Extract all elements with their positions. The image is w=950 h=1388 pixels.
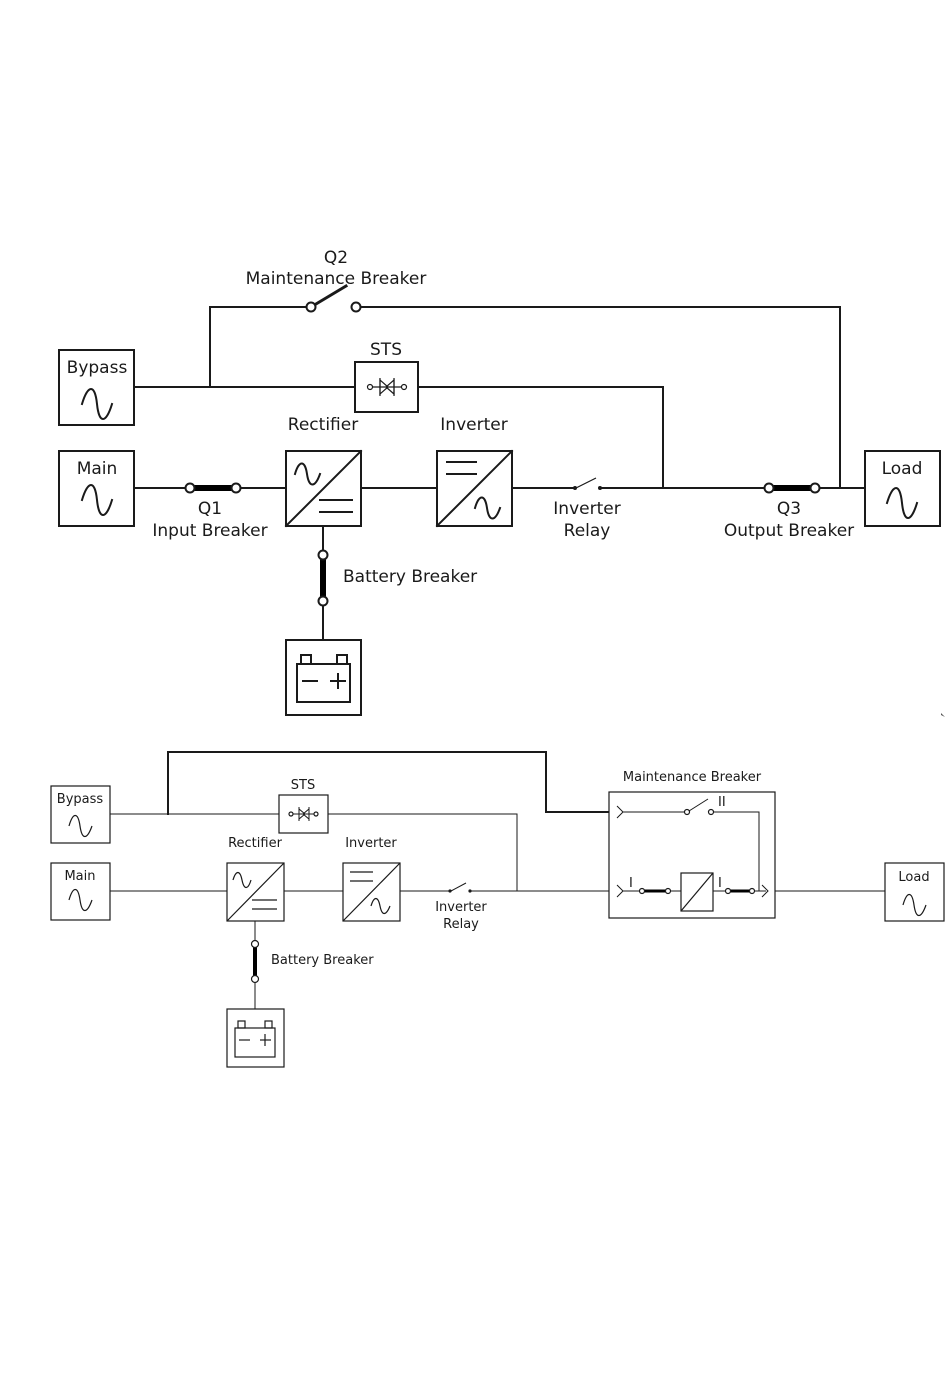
- sts-label-small: STS: [291, 778, 315, 793]
- inverter-label: Inverter: [440, 415, 507, 435]
- battery-block-small: [227, 1009, 284, 1067]
- inverter-block-small: [343, 863, 400, 921]
- bypass-label: Bypass: [67, 358, 128, 378]
- maintenance-breaker-label: Maintenance Breaker: [246, 269, 427, 289]
- battery-block: [286, 640, 361, 715]
- mark-ii: II: [718, 795, 726, 810]
- load-label: Load: [882, 459, 923, 479]
- rectifier-block: [286, 451, 361, 526]
- rectifier-block-small: [227, 863, 284, 921]
- main-label: Main: [77, 459, 118, 479]
- q3-label: Q3: [777, 499, 801, 519]
- sts-label: STS: [370, 340, 402, 360]
- edge-mark: [941, 713, 945, 717]
- load-label-small: Load: [898, 870, 929, 885]
- sts-switch: [355, 362, 418, 412]
- input-breaker-label: Input Breaker: [152, 521, 267, 541]
- battery-breaker: [319, 551, 328, 606]
- battery-breaker-label-small: Battery Breaker: [271, 953, 374, 968]
- sts-switch-small: [279, 795, 328, 833]
- q3-breaker: [765, 484, 820, 493]
- bottom-diagram: Bypass STS Main Rectifier: [51, 752, 944, 1067]
- inverter-relay-label-1: Inverter: [553, 499, 620, 519]
- mark-i-right: I: [718, 876, 722, 891]
- top-diagram: Q2 Maintenance Breaker Bypass STS Main: [59, 248, 940, 715]
- bypass-label-small: Bypass: [57, 792, 104, 807]
- inverter-relay-label-2: Relay: [564, 521, 611, 541]
- mark-i-left: I: [629, 876, 633, 891]
- q2-switch: [307, 286, 361, 312]
- battery-breaker-small: [252, 941, 259, 983]
- rectifier-label-small: Rectifier: [228, 836, 282, 851]
- q1-label: Q1: [198, 499, 222, 519]
- main-label-small: Main: [64, 869, 95, 884]
- inverter-relay-switch-small: [448, 883, 471, 893]
- rectifier-label: Rectifier: [288, 415, 358, 435]
- maintenance-breaker-panel: II I I: [609, 792, 775, 918]
- inverter-relay-label-small-1: Inverter: [435, 900, 487, 915]
- inverter-relay-label-small-2: Relay: [443, 917, 479, 932]
- maintenance-breaker-label-small: Maintenance Breaker: [623, 770, 762, 785]
- q1-breaker: [186, 484, 241, 493]
- inverter-label-small: Inverter: [345, 836, 397, 851]
- inverter-block: [437, 451, 512, 526]
- inverter-relay-switch: [573, 478, 602, 490]
- q2-label: Q2: [324, 248, 348, 268]
- output-breaker-label: Output Breaker: [724, 521, 854, 541]
- battery-breaker-label: Battery Breaker: [343, 567, 477, 587]
